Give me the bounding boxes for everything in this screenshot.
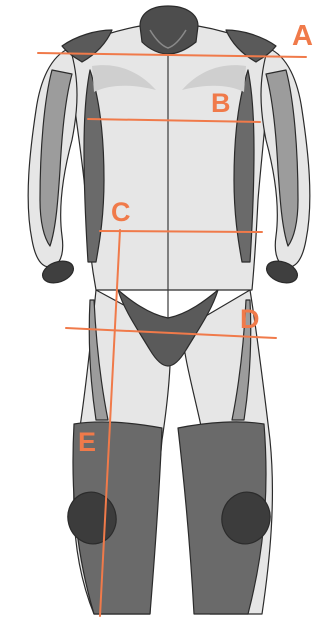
measure-label-d: D — [240, 306, 260, 333]
measure-line-c — [100, 231, 262, 232]
measure-label-b: B — [211, 90, 231, 117]
measure-label-a: A — [292, 22, 313, 51]
collar — [140, 6, 198, 54]
measure-label-e: E — [78, 429, 96, 456]
measure-label-c: C — [111, 199, 131, 226]
